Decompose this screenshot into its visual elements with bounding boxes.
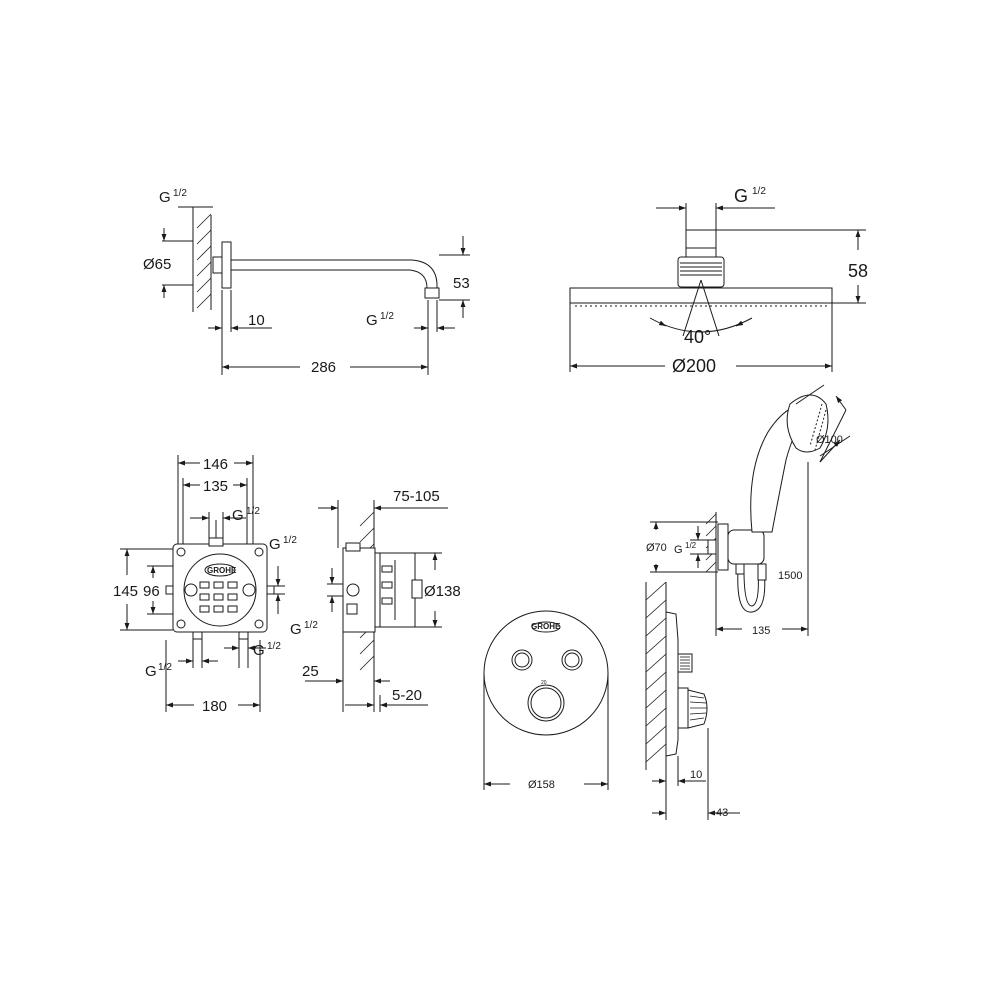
side-thread-sup: 1/2 <box>304 620 318 631</box>
right-push-button[interactable] <box>561 649 583 671</box>
plate-profile <box>665 611 679 757</box>
arm-length-label: 286 <box>311 359 336 376</box>
plate-wall-hatch <box>645 581 667 770</box>
hand-shower-head <box>786 394 829 453</box>
ball-joint <box>677 256 725 288</box>
head-angle-label: 40° <box>684 327 711 347</box>
arm-top-thread-label: G <box>159 189 171 206</box>
plate-total-label: 43 <box>716 807 728 819</box>
hand-inlet-diameter-label: Ø70 <box>646 542 667 554</box>
box-bottom-right-thread-sup: 1/2 <box>267 641 281 652</box>
arm-offset-label: 10 <box>248 312 265 329</box>
thermostat-side-view: 10 43 <box>645 581 740 820</box>
side-temperature-knob <box>677 687 689 729</box>
arm-bottom-thread-sup: 1/2 <box>380 311 394 322</box>
arm-pipe <box>231 259 440 299</box>
side-thread-label: G <box>290 621 302 638</box>
left-push-button[interactable] <box>511 649 533 671</box>
head-height-label: 58 <box>848 261 868 281</box>
box-bottom-left-thread-label: G <box>145 663 157 680</box>
concealed-box-side-view: 75-105 Ø138 G 1/2 25 5-20 <box>290 488 461 712</box>
head-diameter-label: Ø200 <box>672 356 716 376</box>
arm-top-thread-sup: 1/2 <box>173 188 187 199</box>
side-depth-label: 75-105 <box>393 488 440 505</box>
side-diameter-label: Ø138 <box>424 583 461 600</box>
plate-logo: GROHE <box>531 622 561 631</box>
box-top-thread-label: G <box>232 507 244 524</box>
box-top-thread-sup: 1/2 <box>246 506 260 517</box>
concealed-box-front-view: GROHE 146 135 G 1/2 <box>113 455 297 715</box>
hose-length-label: 1500 <box>778 570 802 582</box>
head-shower-view: G 1/2 58 40° Ø200 <box>569 186 868 376</box>
box-bottom-left-thread-sup: 1/2 <box>158 662 172 673</box>
hand-thread-sup: 1/2 <box>685 541 697 550</box>
arm-bottom-thread-label: G <box>366 312 378 329</box>
side-offset-label: 25 <box>302 663 319 680</box>
box-inner-width-label: 135 <box>203 478 228 495</box>
box-logo: GROHE <box>207 566 237 575</box>
wall-hatch <box>196 213 212 310</box>
box-outer-width-label: 146 <box>203 456 228 473</box>
hand-width-label: 135 <box>752 625 770 637</box>
box-bottom-right-thread-label: G <box>253 642 265 659</box>
hand-thread-label: G <box>674 544 683 556</box>
shower-arm-view: G 1/2 Ø65 53 10 G 1/2 286 <box>143 188 470 376</box>
hand-head-diameter-label: Ø100 <box>816 434 843 446</box>
box-width-label: 180 <box>202 698 227 715</box>
scale-mark: 20 <box>541 680 547 686</box>
box-inner-height-label: 96 <box>143 583 160 600</box>
box-right-thread-sup: 1/2 <box>283 535 297 546</box>
arm-drop-label: 53 <box>453 275 470 292</box>
side-range-label: 5-20 <box>392 687 422 704</box>
hose <box>737 569 766 613</box>
wall-outlet <box>717 523 729 571</box>
thermostat-front-view: GROHE 20 Ø158 <box>483 610 609 791</box>
head-connector <box>685 229 717 249</box>
temperature-knob[interactable] <box>527 684 565 722</box>
rain-shower-plate <box>569 287 833 304</box>
plate-depth-label: 10 <box>690 769 702 781</box>
box-right-thread-label: G <box>269 536 281 553</box>
wall-flange <box>221 241 232 289</box>
head-thread-sup: 1/2 <box>752 186 766 197</box>
arm-diameter-label: Ø65 <box>143 256 171 273</box>
wall-nipple <box>212 256 223 274</box>
box-outer-height-label: 145 <box>113 583 138 600</box>
head-thread-label: G <box>734 186 748 206</box>
plate-diameter-label: Ø158 <box>528 779 555 791</box>
hand-shower-view: Ø100 Ø70 G 1/2 1500 135 <box>646 384 851 637</box>
